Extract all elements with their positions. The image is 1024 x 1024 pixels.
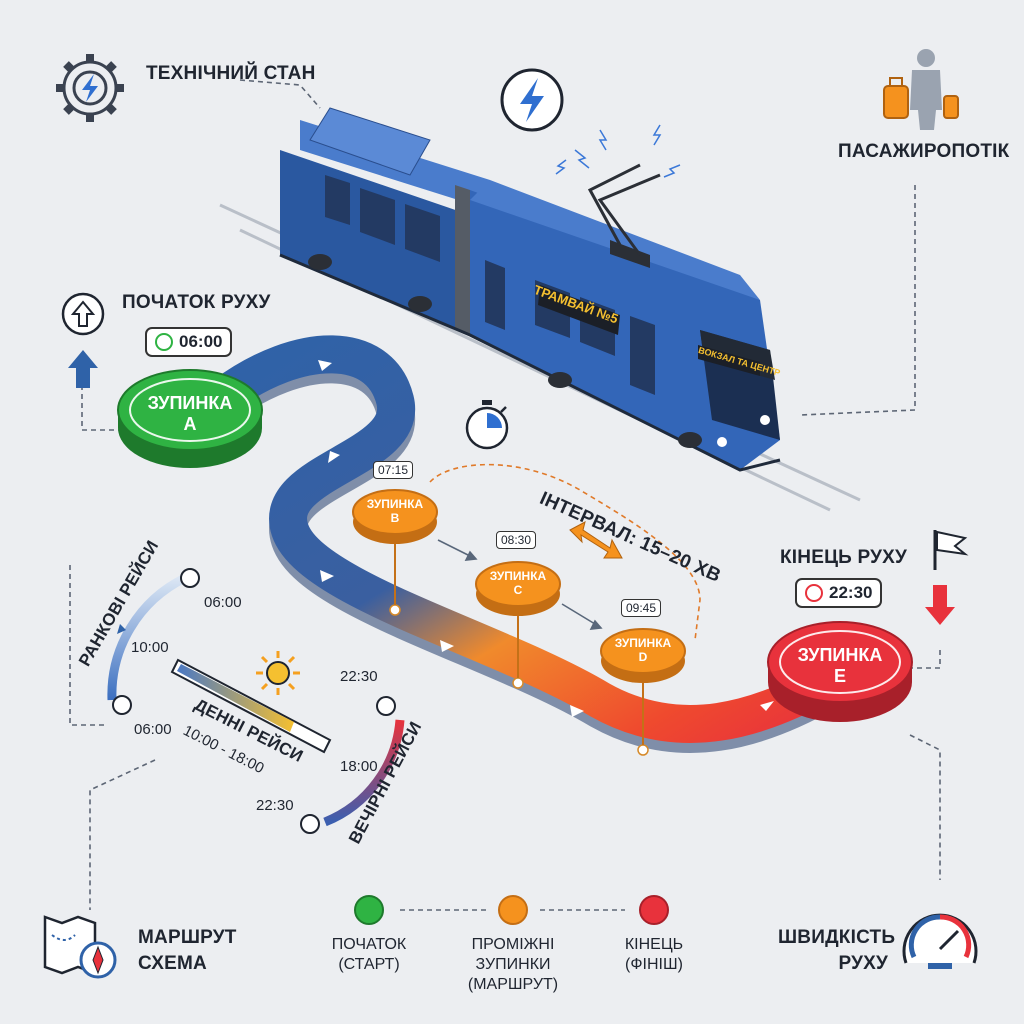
dashed-connectors — [69, 79, 941, 911]
tech-state-label: ТЕХНІЧНИЙ СТАН — [146, 63, 316, 84]
stop-c-disc — [475, 561, 561, 616]
evening-end-time: 22:30 — [256, 797, 294, 814]
route-ribbon — [206, 335, 849, 756]
evening-start-time: 22:30 — [340, 668, 378, 685]
interval-bracket — [429, 463, 701, 641]
end-arrow — [925, 585, 955, 625]
clock-icon — [155, 333, 173, 351]
stop-flow-arrows — [437, 539, 603, 630]
speedometer-icon — [902, 913, 978, 969]
start-time-badge: 06:00 — [145, 327, 233, 357]
route-scheme-label: МАРШРУТ СХЕМА — [138, 927, 237, 974]
morning-start-time: 06:00 — [204, 594, 242, 611]
morning-end-time: 06:00 — [134, 721, 172, 738]
map-compass-icon — [43, 915, 117, 979]
arrow-up-icon — [61, 292, 105, 336]
speed-label: ШВИДКІСТЬ РУХУ — [778, 927, 896, 974]
gear-bolt-icon — [56, 54, 124, 122]
stopwatch-icon — [465, 400, 509, 450]
flag-icon — [933, 530, 969, 570]
interval-arrow-icon — [569, 521, 623, 559]
morning-arc — [107, 573, 187, 701]
evening-mid-time: 18:00 — [340, 758, 378, 775]
evening-arc — [323, 719, 405, 827]
sun-icon — [256, 651, 300, 695]
passenger-luggage-icon — [883, 49, 959, 130]
stop-c-time: 08:30 — [496, 531, 537, 549]
end-time-badge: 22:30 — [795, 578, 883, 608]
start-movement-label: ПОЧАТОК РУХУ — [122, 292, 271, 313]
stop-b-disc — [352, 489, 438, 544]
legend-end: КІНЕЦЬ (ФІНІШ) — [624, 936, 684, 973]
stop-b-time: 07:15 — [373, 461, 414, 479]
tram-illustration — [279, 107, 781, 472]
legend-start: ПОЧАТОК (СТАРТ) — [331, 936, 407, 973]
passenger-flow-label: ПАСАЖИРОПОТІК — [838, 141, 1010, 162]
legend-intermediate: ПРОМІЖНІ ЗУПИНКИ (МАРШРУТ) — [467, 936, 559, 993]
stop-e-disc — [767, 621, 913, 722]
stop-d-time: 09:45 — [621, 599, 662, 617]
morning-mid-time: 10:00 — [131, 639, 169, 656]
clock-icon — [805, 584, 823, 602]
legend-dots — [354, 895, 669, 925]
stop-d-disc — [600, 628, 686, 683]
clock-icons — [112, 568, 396, 834]
bolt-icon — [500, 68, 564, 132]
day-bar — [170, 658, 332, 754]
stop-a-disc — [117, 369, 263, 468]
start-arrow — [68, 350, 98, 388]
end-movement-label: КІНЕЦЬ РУХУ — [780, 547, 908, 568]
